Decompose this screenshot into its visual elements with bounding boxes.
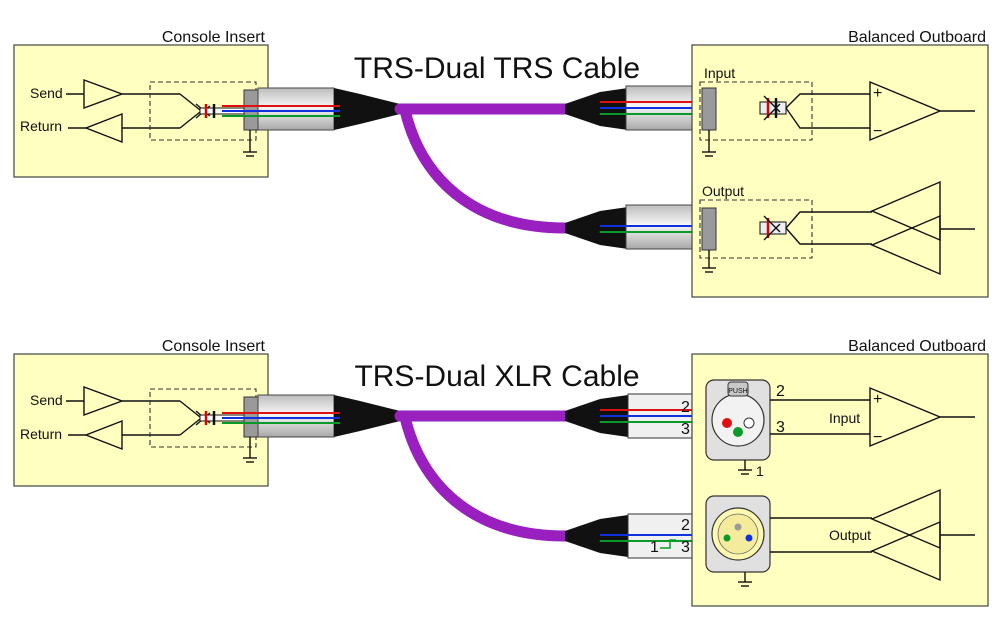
bottom-output-label: Output bbox=[829, 527, 871, 543]
bottom-input-minus: − bbox=[873, 429, 882, 446]
bottom-output-pin-green bbox=[723, 534, 731, 542]
bottom-input-pin-red bbox=[722, 418, 732, 428]
bottom-output-amp-lower-icon bbox=[870, 520, 941, 582]
bottom-input-plus: + bbox=[873, 391, 882, 408]
top-trs-plug-left bbox=[257, 87, 335, 131]
top-return-label: Return bbox=[20, 118, 62, 134]
bottom-output-amp-upper-icon bbox=[870, 488, 941, 550]
bottom-insert-jack-outline bbox=[149, 388, 257, 448]
top-input-jack-outline bbox=[699, 81, 813, 141]
top-input-plus: + bbox=[873, 85, 882, 102]
top-output-jack-outline bbox=[699, 199, 813, 259]
bottom-title: TRS-Dual XLR Cable bbox=[354, 360, 639, 393]
bottom-plug-output-pin1: 1 bbox=[650, 539, 659, 556]
bottom-input-pin-green bbox=[733, 427, 743, 437]
top-output-label: Output bbox=[702, 183, 744, 199]
bottom-send-label: Send bbox=[30, 392, 63, 408]
top-input-jack-sleeve bbox=[701, 87, 717, 131]
top-send-amp-icon bbox=[83, 78, 125, 110]
top-output-jack-sleeve bbox=[701, 207, 717, 251]
top-output-amp-upper-icon bbox=[870, 180, 941, 242]
bottom-jack-pin3: 3 bbox=[776, 419, 785, 436]
top-insert-jack-outline bbox=[149, 81, 257, 141]
bottom-plug-input-pin2: 2 bbox=[681, 399, 690, 416]
top-outboard-box bbox=[691, 44, 989, 298]
bottom-console-label: Console Insert bbox=[162, 338, 266, 355]
bottom-ground-pin: 1 bbox=[756, 463, 764, 479]
top-cable-lower bbox=[399, 104, 571, 234]
bottom-diagram: Console Insert Send Return TRS-Dual XLR … bbox=[13, 338, 989, 607]
top-input-amp-icon bbox=[869, 80, 942, 142]
top-diagram: Console Insert Send Return TRS-Dual TRS … bbox=[13, 29, 989, 298]
bottom-output-pin-blue bbox=[745, 534, 753, 542]
top-output-amp-lower-icon bbox=[870, 214, 941, 276]
top-console-label: Console Insert bbox=[162, 29, 266, 46]
top-title: TRS-Dual TRS Cable bbox=[354, 52, 640, 85]
bottom-plug-output-pin2: 2 bbox=[681, 517, 690, 534]
bottom-plug-input-pin3: 3 bbox=[681, 421, 690, 438]
bottom-push-label: PUSH bbox=[728, 388, 747, 395]
bottom-outboard-label: Balanced Outboard bbox=[848, 338, 986, 355]
top-outboard-label: Balanced Outboard bbox=[848, 29, 986, 46]
top-input-label: Input bbox=[704, 65, 735, 81]
bottom-cable-lower bbox=[399, 411, 571, 542]
bottom-input-amp-icon bbox=[869, 386, 942, 448]
bottom-trs-plug-left bbox=[257, 394, 335, 438]
bottom-return-label: Return bbox=[20, 426, 62, 442]
top-input-minus: − bbox=[873, 123, 882, 140]
top-send-label: Send bbox=[30, 85, 63, 101]
bottom-jack-pin2: 2 bbox=[776, 383, 785, 400]
bottom-input-label: Input bbox=[829, 410, 860, 426]
bottom-send-amp-icon bbox=[83, 385, 125, 417]
bottom-plug-output-pin3: 3 bbox=[681, 539, 690, 556]
